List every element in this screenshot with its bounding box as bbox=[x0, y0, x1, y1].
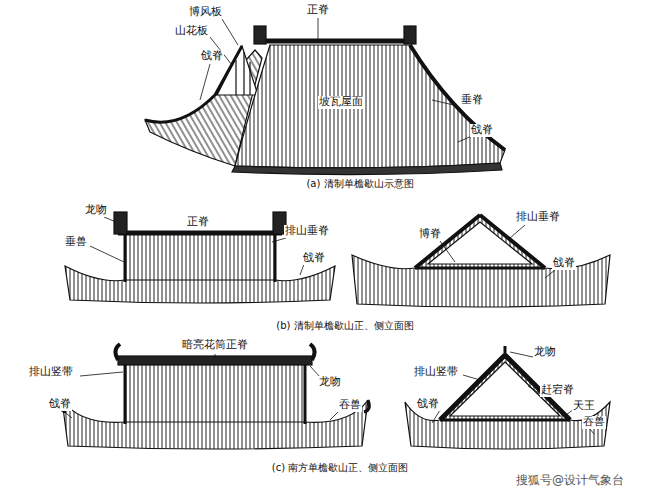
part-name: 戗脊 bbox=[302, 252, 326, 265]
part-name: 博风板 bbox=[188, 6, 223, 19]
part-name: 龙吻 bbox=[84, 204, 108, 217]
part-name: 山花板 bbox=[174, 25, 209, 38]
part-name: 正脊 bbox=[186, 216, 210, 229]
part-name: 戗脊 bbox=[416, 398, 440, 411]
part-name: 垂兽 bbox=[64, 236, 88, 249]
figure-caption: (a) 清制单檐歇山示意图 bbox=[305, 178, 414, 190]
roof-b-side bbox=[352, 215, 610, 307]
part-name: 暗亮花筒正脊 bbox=[181, 339, 249, 352]
part-name: 吞兽 bbox=[582, 416, 606, 429]
part-name: 排山垂脊 bbox=[515, 211, 561, 224]
part-name: 戗脊 bbox=[552, 257, 576, 270]
part-name: 排山竖带 bbox=[28, 366, 74, 379]
part-name: 吞兽 bbox=[338, 399, 362, 412]
roof-a bbox=[145, 26, 505, 175]
roof-c-side bbox=[405, 346, 610, 449]
part-name: 排山垂脊 bbox=[284, 225, 330, 238]
part-name: 博脊 bbox=[418, 228, 442, 241]
leader-lines bbox=[62, 18, 594, 434]
watermark: 搜狐号@设计气象台 bbox=[515, 474, 625, 488]
part-name: 戗脊 bbox=[200, 50, 224, 63]
figure-caption: (c) 南方单檐歇山正、侧立面图 bbox=[271, 462, 409, 474]
roof-c-front bbox=[61, 344, 370, 449]
part-name: 排山竖带 bbox=[413, 366, 459, 379]
part-name: 赶宕脊 bbox=[540, 384, 575, 397]
part-name: 垂脊 bbox=[460, 94, 484, 107]
part-name: 龙吻 bbox=[318, 376, 342, 389]
part-name: 戗脊 bbox=[48, 398, 72, 411]
roof-b-front bbox=[65, 212, 335, 303]
part-name: 天王 bbox=[572, 400, 596, 413]
figure-caption: (b) 清制单檐歇山正、侧立面图 bbox=[275, 320, 414, 332]
part-name: 戗脊 bbox=[470, 124, 494, 137]
part-name: 正脊 bbox=[306, 4, 330, 17]
part-name: 坡瓦屋面 bbox=[318, 96, 364, 109]
part-name: 龙吻 bbox=[533, 346, 557, 359]
